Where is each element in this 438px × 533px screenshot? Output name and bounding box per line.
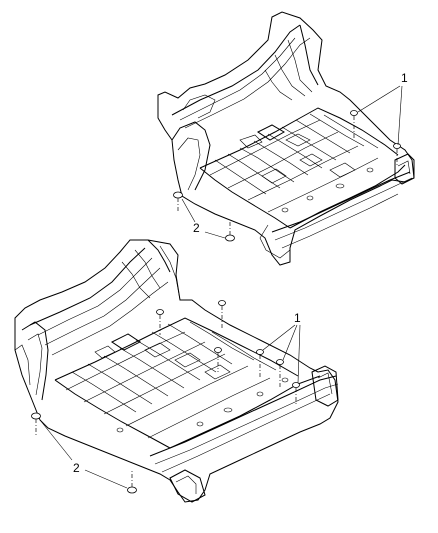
oval-plug-icon	[350, 110, 358, 116]
upper-round-plugs	[173, 191, 235, 242]
oval-plug-icon	[218, 300, 226, 306]
round-plug-icon	[225, 234, 235, 242]
lower-round-plugs	[31, 412, 137, 494]
callout-2-bottom: 2	[73, 461, 80, 475]
round-plug-icon	[31, 412, 41, 420]
lower-floor-pan	[14, 239, 339, 503]
oval-plug-icon	[393, 143, 401, 149]
round-plug-icon	[127, 486, 137, 494]
oval-plug-icon	[256, 349, 264, 355]
oval-plug-icon	[214, 347, 222, 353]
callout-2-top: 2	[193, 221, 200, 235]
oval-plug-icon	[156, 309, 164, 315]
oval-plug-icon	[292, 382, 300, 388]
oval-plug-icon	[276, 359, 284, 365]
callout-1-bottom: 1	[294, 311, 301, 325]
round-plug-icon	[173, 191, 183, 199]
upper-floor-pan	[157, 11, 415, 266]
lower-oval-plugs	[156, 300, 301, 404]
callout-1-top: 1	[401, 71, 408, 85]
upper-oval-plugs	[350, 85, 403, 165]
